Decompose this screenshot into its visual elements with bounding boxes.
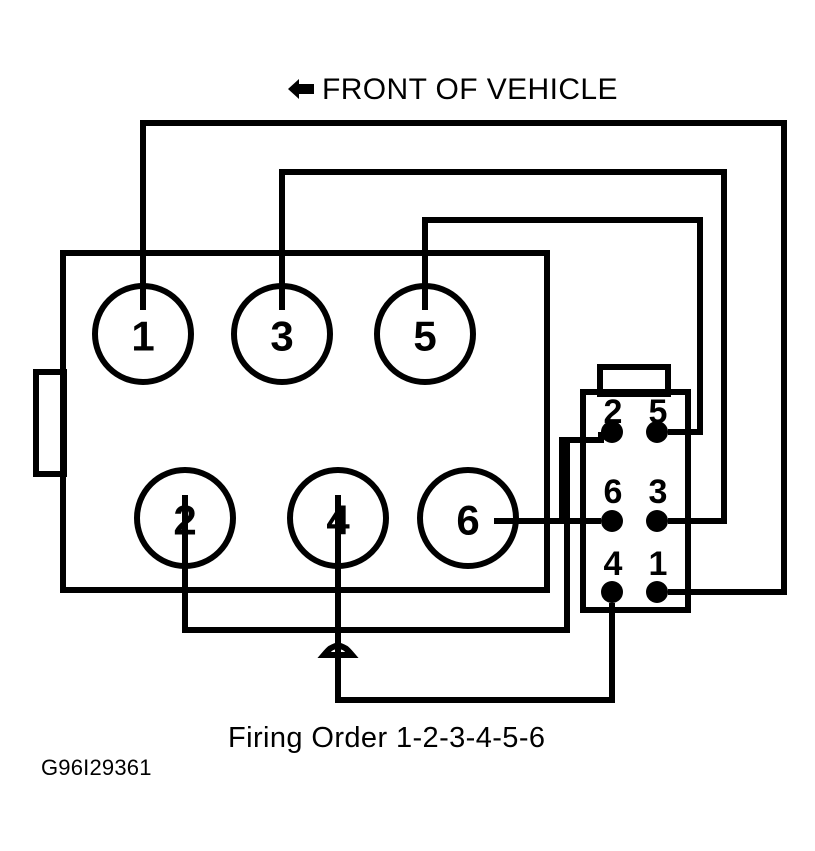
terminal-1-dot[interactable]	[646, 581, 668, 603]
figure-id-label: G96I29361	[41, 755, 152, 780]
cylinder-5-label: 5	[413, 313, 436, 360]
terminal-2-label: 2	[604, 393, 623, 431]
wire-cylinder-3-to-terminal-3	[279, 169, 727, 524]
terminal-5-dot[interactable]	[646, 421, 668, 443]
arrow-left-solid-icon	[288, 79, 314, 99]
terminal-5-label: 5	[649, 393, 668, 431]
firing-order-label: Firing Order 1-2-3-4-5-6	[228, 722, 546, 754]
terminal-2-dot[interactable]	[601, 421, 623, 443]
terminal-3-label: 3	[649, 473, 668, 511]
terminal-4-dot[interactable]	[601, 581, 623, 603]
cylinder-1-label: 1	[131, 313, 154, 360]
wire-cylinder-2-to-terminal-2	[182, 432, 604, 633]
page-title: FRONT OF VEHICLE	[322, 73, 618, 106]
terminal-6-label: 6	[604, 473, 623, 511]
cylinder-3-label: 3	[270, 313, 293, 360]
engine-block-left-tab	[33, 369, 67, 477]
cylinder-6-label: 6	[456, 497, 479, 544]
wire-cylinder-1-to-terminal-1	[140, 120, 787, 595]
coil-pack-body	[580, 389, 691, 613]
engine-block-outline	[60, 250, 550, 593]
terminal-1-label: 1	[649, 545, 668, 583]
terminal-4-label: 4	[604, 545, 623, 583]
coil-pack-left-bracket	[559, 437, 583, 524]
terminal-3-dot[interactable]	[646, 510, 668, 532]
terminal-6-dot[interactable]	[601, 510, 623, 532]
wire-cylinder-4-to-terminal-4	[317, 542, 615, 703]
